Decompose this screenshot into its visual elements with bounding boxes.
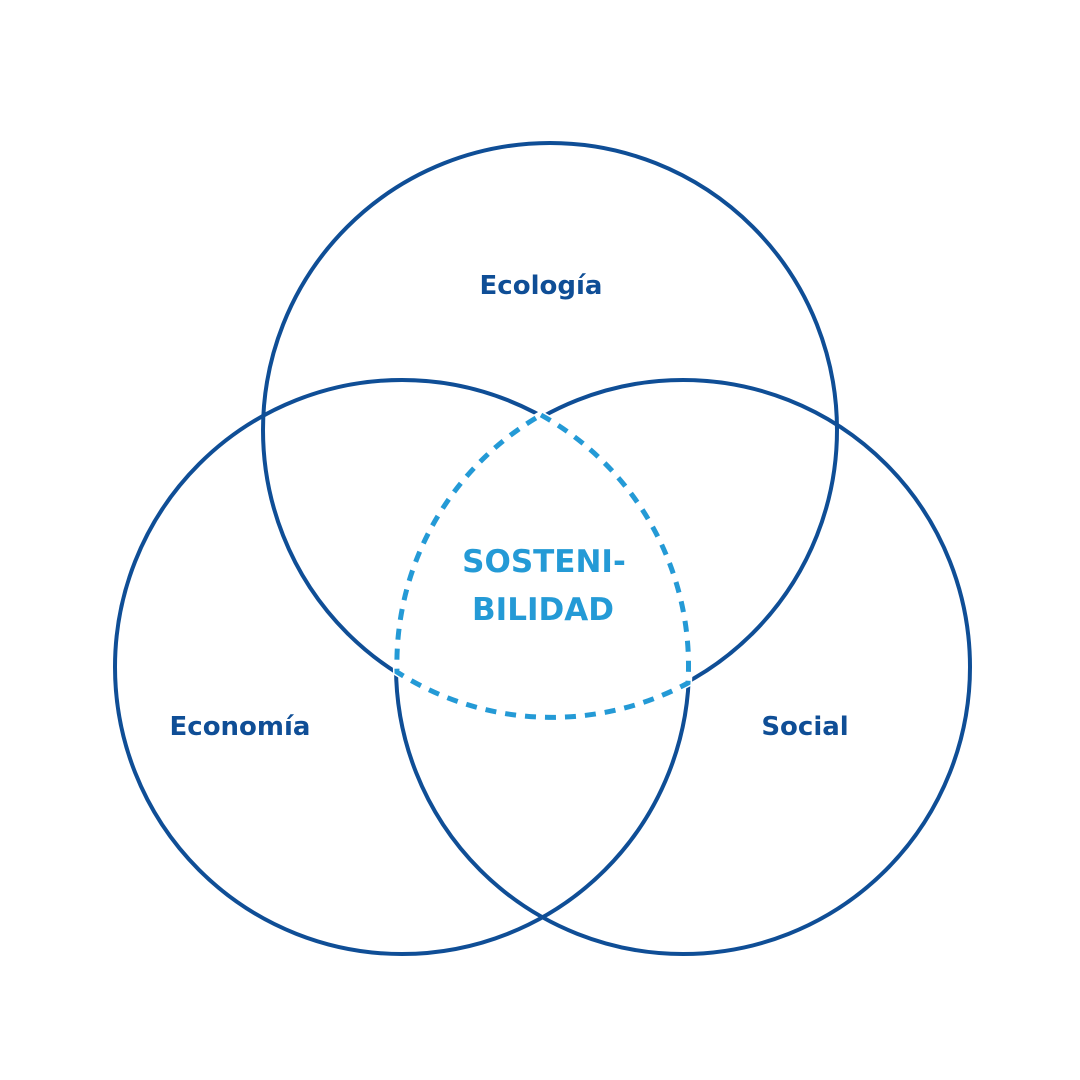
label-sostenibilidad-line2: BILIDAD bbox=[472, 592, 614, 628]
label-economia: Economía bbox=[170, 712, 311, 742]
intersection-dashed-outline bbox=[394, 412, 691, 720]
label-ecologia: Ecología bbox=[480, 271, 603, 301]
label-sostenibilidad-line1: SOSTENI- bbox=[462, 544, 626, 580]
label-social: Social bbox=[761, 712, 848, 742]
